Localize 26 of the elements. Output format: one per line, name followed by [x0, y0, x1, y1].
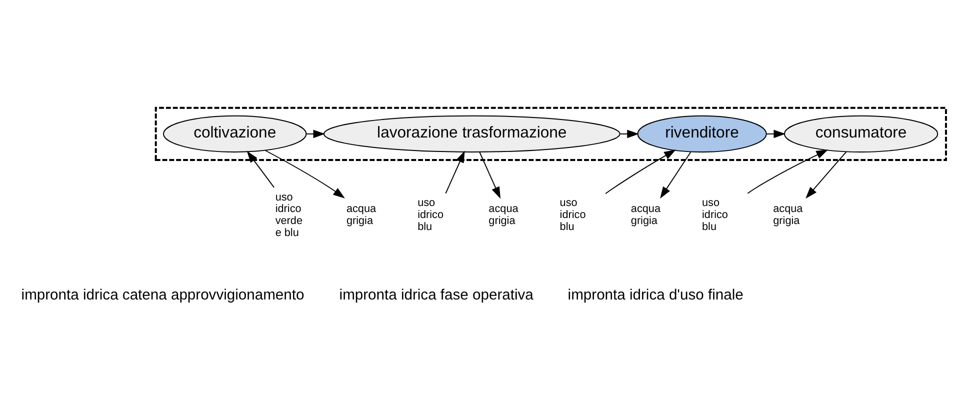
node-text: acqua grigia: [346, 203, 376, 227]
label: impronta idrica d'uso finale: [568, 288, 744, 304]
label: impronta idrica catena approvvigionamento: [21, 288, 304, 304]
arrow: [479, 152, 500, 199]
arrow: [806, 151, 847, 199]
node-text: acqua grigia: [773, 203, 803, 227]
node-ellipse: rivenditore: [637, 115, 767, 152]
arrow: [620, 130, 639, 138]
node-text: uso idrico blu: [418, 197, 444, 233]
arrow: [246, 150, 275, 188]
arrow: [766, 130, 786, 138]
node-text: uso idrico blu: [702, 197, 728, 233]
node-ellipse: coltivazione: [163, 115, 307, 152]
node-text: uso idrico blu: [560, 197, 586, 233]
arrow: [306, 130, 326, 138]
arrow: [660, 152, 692, 199]
arrow: [605, 150, 676, 194]
node-ellipse: lavorazione trasformazione: [323, 115, 620, 152]
node-ellipse: consumatore: [784, 115, 938, 152]
arrow: [445, 150, 465, 194]
label: impronta idrica fase operativa: [339, 288, 534, 304]
arrow: [264, 150, 345, 198]
node-text: uso idrico verde e blu: [275, 191, 303, 239]
arrow: [747, 150, 828, 194]
node-text: acqua grigia: [488, 203, 518, 227]
node-text: acqua grigia: [630, 203, 661, 227]
